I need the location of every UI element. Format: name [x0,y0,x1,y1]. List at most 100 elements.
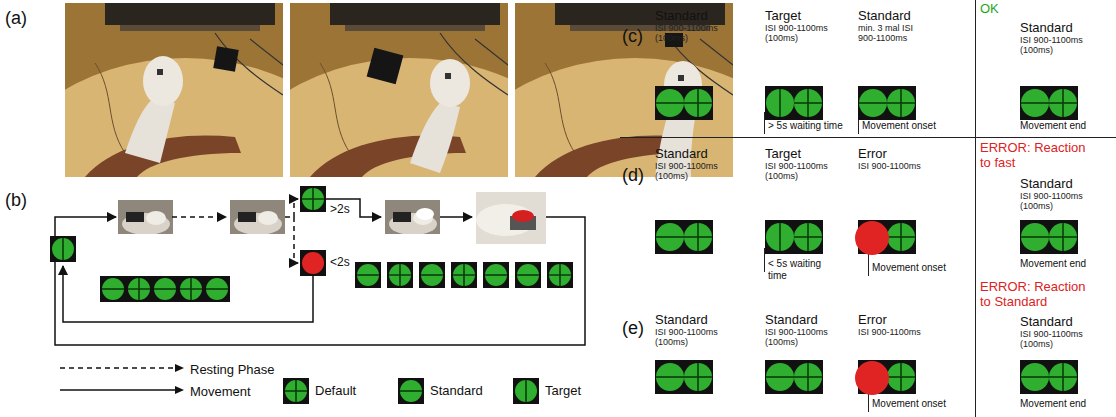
svg-rect [476,192,546,244]
stimulus-circle [656,89,684,117]
svg-use [100,276,126,302]
timing-note: min. 3 mal ISI 900-1100ms [858,23,930,43]
stimulus-circle [766,363,794,391]
stimulus-screen [1020,220,1078,254]
stimulus-display [655,86,713,120]
annotation: Movement onset [872,262,946,274]
svg-use [419,262,445,288]
stimulus-bar [525,380,527,402]
legend-item: Target [513,378,581,404]
photo-small [385,200,440,235]
stimulus-screen [655,86,713,120]
stimulus-bar [1021,236,1049,238]
stimulus-circle [1021,223,1049,251]
svg-line [764,112,765,134]
legend-sample [398,378,424,404]
stimulus-bar [900,363,902,391]
stimulus-display [655,360,713,394]
annotation: Movement onset [862,120,936,132]
svg-path [55,217,585,345]
stimulus-circle [515,380,537,402]
timing-note: ISI 900-1100ms (100ms) [765,327,837,347]
stimulus-bar [1062,223,1064,251]
stimulus-display [1020,220,1078,254]
svg-g [230,200,285,234]
stimulus-bar [807,363,809,391]
stimulus-circle [859,89,887,117]
legend-item: Resting Phase [60,360,275,376]
svg-circle [302,252,324,274]
legend-arrowhead [175,364,184,372]
stimulus-bar [900,89,902,117]
stimulus-box: StandardISI 900-1100ms (100ms) [1020,20,1092,120]
stimulus-display [765,360,823,394]
stimulus-bar [807,89,809,117]
stimulus-circle [656,363,684,391]
stimulus-bar [779,89,781,117]
stimulus-display [858,360,916,394]
stimulus-display [1020,360,1078,394]
stimulus-circle [684,89,712,117]
legend-item: Standard [398,378,483,404]
stimulus-symbols [50,186,573,302]
stimulus-circle [887,89,915,117]
legend-item: Movement [60,382,251,398]
stimulus-circle [887,223,915,251]
svg-use [385,200,440,234]
stimulus-screen [765,220,823,254]
svg-path [410,103,460,173]
stimulus-screen [765,360,823,394]
stimulus-circle [684,363,712,391]
svg-ellipse [416,208,434,220]
stimulus-screen [765,86,823,120]
legend-sample [60,382,184,398]
stimulus-box: StandardISI 900-1100ms (100ms) [1020,176,1092,254]
svg-use [515,3,733,177]
annotation: > 5s waiting time [768,120,843,132]
stimulus-name: Target [765,146,837,161]
svg-path [125,98,175,163]
stimulus-circle [656,223,684,251]
timing-note: ISI 900-1100ms (100ms) [1020,191,1092,211]
legend-text: Default [315,378,356,404]
stimulus-display [858,86,916,120]
stimulus-box: StandardISI 900-1100ms (100ms) [655,312,727,394]
stimulus-screen [858,86,916,120]
legend-symbol [283,378,309,404]
stimulus-circle [766,223,794,251]
stimulus-bar [1062,89,1064,117]
timing-note: ISI 900-1100ms (100ms) [655,327,727,347]
svg-use [451,262,477,288]
timing-note: ISI 900-1100ms (100ms) [765,161,837,181]
legend-sample [60,360,184,376]
svg-use [178,276,204,302]
stimulus-box: StandardISI 900-1100ms (100ms) [1020,314,1092,394]
svg-g [515,3,733,177]
svg-g [300,250,326,276]
stimulus-box: ErrorISI 900-1100ms [858,312,930,394]
svg-path [172,216,226,218]
panel-letter: (b) [5,190,27,211]
stimulus-circle [794,89,822,117]
svg-use [204,276,230,302]
stimulus-bar [295,380,297,402]
svg-use [290,3,508,177]
svg-use [387,262,413,288]
stimulus-bar [859,102,887,104]
svg-path [440,216,472,218]
svg-use [126,276,152,302]
svg-use [50,236,76,262]
stimulus-circle [1049,89,1077,117]
stimulus-bar [1021,376,1049,378]
stimulus-bar [697,223,699,251]
photo-small [230,200,285,235]
stimulus-display [858,220,916,254]
svg-rect [300,250,326,276]
stimulus-display [1020,86,1078,120]
timing-note: ISI 900-1100ms (100ms) [655,161,727,181]
svg-ellipse [476,204,536,236]
svg-use [65,3,283,177]
stimulus-circle [400,380,422,402]
stimulus-circle [887,363,915,391]
stimulus-screen [1020,86,1078,120]
